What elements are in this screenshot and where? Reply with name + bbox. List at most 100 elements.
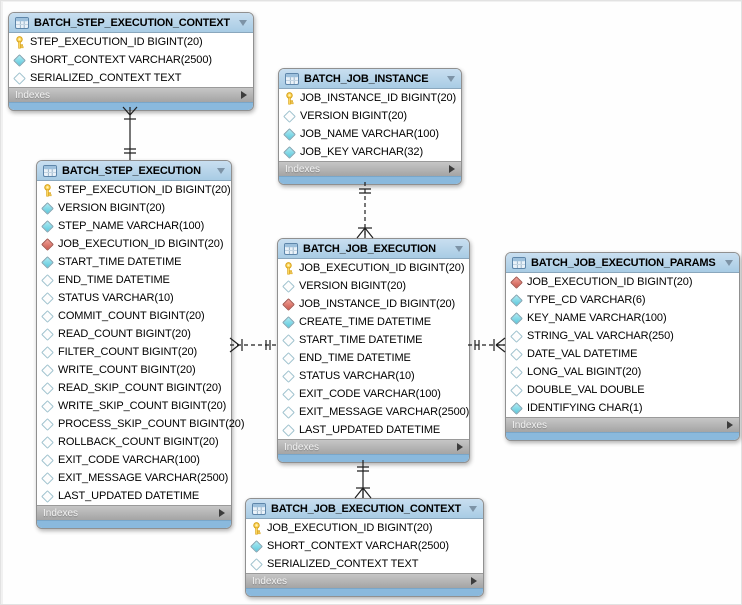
column-row[interactable]: DATE_VAL DATETIME — [506, 345, 739, 363]
indexes-row[interactable]: Indexes — [278, 439, 469, 454]
column-label: JOB_KEY VARCHAR(32) — [300, 146, 424, 158]
collapse-arrow-icon[interactable] — [239, 19, 247, 26]
column-row[interactable]: JOB_INSTANCE_ID BIGINT(20) — [279, 89, 461, 107]
column-row[interactable]: VERSION BIGINT(20) — [279, 107, 461, 125]
column-row[interactable]: CREATE_TIME DATETIME — [278, 313, 469, 331]
indexes-label: Indexes — [285, 163, 321, 175]
table-header[interactable]: BATCH_STEP_EXECUTION — [37, 161, 231, 181]
relationship-job-instance-to-job-execution[interactable] — [356, 182, 374, 239]
foreign-key-column-icon — [510, 275, 523, 289]
column-label: VERSION BIGINT(20) — [58, 202, 165, 214]
expand-arrow-icon[interactable] — [241, 91, 247, 99]
table-header[interactable]: BATCH_JOB_INSTANCE — [279, 69, 461, 89]
column-row[interactable]: KEY_NAME VARCHAR(100) — [506, 309, 739, 327]
indexes-label: Indexes — [43, 507, 79, 519]
column-row[interactable]: SHORT_CONTEXT VARCHAR(2500) — [9, 51, 253, 69]
table-header[interactable]: BATCH_STEP_EXECUTION_CONTEXT — [9, 13, 253, 33]
expand-arrow-icon[interactable] — [449, 165, 455, 173]
table-title: BATCH_STEP_EXECUTION_CONTEXT — [34, 16, 230, 29]
column-row[interactable]: DOUBLE_VAL DOUBLE — [506, 381, 739, 399]
column-row[interactable]: COMMIT_COUNT BIGINT(20) — [37, 307, 231, 325]
column-row[interactable]: READ_SKIP_COUNT BIGINT(20) — [37, 379, 231, 397]
column-row[interactable]: JOB_EXECUTION_ID BIGINT(20) — [246, 519, 483, 537]
collapse-arrow-icon[interactable] — [469, 505, 477, 512]
column-row[interactable]: START_TIME DATETIME — [37, 253, 231, 271]
table-header[interactable]: BATCH_JOB_EXECUTION_PARAMS — [506, 253, 739, 273]
column-row[interactable]: EXIT_MESSAGE VARCHAR(2500) — [278, 403, 469, 421]
column-row[interactable]: JOB_EXECUTION_ID BIGINT(20) — [506, 273, 739, 291]
table-batch-step-execution[interactable]: BATCH_STEP_EXECUTION STEP_EXECUTION_ID BI… — [36, 160, 244, 529]
column-label: CREATE_TIME DATETIME — [299, 316, 432, 328]
column-row[interactable]: TYPE_CD VARCHAR(6) — [506, 291, 739, 309]
relationship-job-execution-to-job-execution-context[interactable] — [354, 460, 372, 499]
expand-arrow-icon[interactable] — [457, 443, 463, 451]
table-batch-job-execution-params[interactable]: BATCH_JOB_EXECUTION_PARAMS JOB_EXECUTION_… — [505, 252, 740, 441]
column-row[interactable]: PROCESS_SKIP_COUNT BIGINT(20) — [37, 415, 244, 433]
column-row[interactable]: END_TIME DATETIME — [37, 271, 231, 289]
column-row[interactable]: JOB_EXECUTION_ID BIGINT(20) — [37, 235, 231, 253]
column-row[interactable]: VERSION BIGINT(20) — [278, 277, 469, 295]
column-row[interactable]: STATUS VARCHAR(10) — [37, 289, 231, 307]
column-row[interactable]: EXIT_CODE VARCHAR(100) — [37, 451, 231, 469]
indexes-label: Indexes — [15, 89, 51, 101]
column-row[interactable]: SHORT_CONTEXT VARCHAR(2500) — [246, 537, 483, 555]
column-row[interactable]: START_TIME DATETIME — [278, 331, 469, 349]
column-row[interactable]: LONG_VAL BIGINT(20) — [506, 363, 739, 381]
column-row[interactable]: EXIT_CODE VARCHAR(100) — [278, 385, 469, 403]
expand-arrow-icon[interactable] — [219, 509, 225, 517]
column-row[interactable]: JOB_EXECUTION_ID BIGINT(20) — [278, 259, 469, 277]
column-row[interactable]: LAST_UPDATED DATETIME — [37, 487, 231, 505]
column-row[interactable]: IDENTIFYING CHAR(1) — [506, 399, 739, 417]
expand-arrow-icon[interactable] — [471, 577, 477, 585]
table-icon — [284, 243, 298, 255]
column-row[interactable]: READ_COUNT BIGINT(20) — [37, 325, 231, 343]
column-row[interactable]: STEP_NAME VARCHAR(100) — [37, 217, 231, 235]
column-row[interactable]: JOB_KEY VARCHAR(32) — [279, 143, 461, 161]
table-bottom-strip — [279, 176, 461, 184]
nullable-column-icon — [41, 291, 54, 305]
nullable-column-icon — [41, 453, 54, 467]
relationship-step-execution-context-to-step-execution[interactable] — [122, 106, 138, 160]
column-row[interactable]: EXIT_MESSAGE VARCHAR(2500) — [37, 469, 231, 487]
indexes-row[interactable]: Indexes — [37, 505, 231, 520]
indexes-row[interactable]: Indexes — [279, 161, 461, 176]
column-label: EXIT_MESSAGE VARCHAR(2500) — [299, 406, 470, 418]
column-row[interactable]: ROLLBACK_COUNT BIGINT(20) — [37, 433, 231, 451]
column-row[interactable]: STATUS VARCHAR(10) — [278, 367, 469, 385]
collapse-arrow-icon[interactable] — [447, 75, 455, 82]
column-row[interactable]: VERSION BIGINT(20) — [37, 199, 231, 217]
column-row[interactable]: SERIALIZED_CONTEXT TEXT — [9, 69, 253, 87]
column-row[interactable]: WRITE_SKIP_COUNT BIGINT(20) — [37, 397, 231, 415]
table-title: BATCH_JOB_EXECUTION_CONTEXT — [271, 502, 461, 515]
column-row[interactable]: STEP_EXECUTION_ID BIGINT(20) — [37, 181, 231, 199]
relationship-step-execution-to-job-execution[interactable] — [229, 337, 277, 353]
column-label: EXIT_CODE VARCHAR(100) — [299, 388, 441, 400]
relationship-job-execution-to-job-execution-params[interactable] — [468, 337, 506, 353]
column-row[interactable]: STEP_EXECUTION_ID BIGINT(20) — [9, 33, 253, 51]
table-header[interactable]: BATCH_JOB_EXECUTION — [278, 239, 469, 259]
column-row[interactable]: LAST_UPDATED DATETIME — [278, 421, 469, 439]
column-row[interactable]: JOB_NAME VARCHAR(100) — [279, 125, 461, 143]
indexes-row[interactable]: Indexes — [9, 87, 253, 102]
indexes-row[interactable]: Indexes — [506, 417, 739, 432]
table-header[interactable]: BATCH_JOB_EXECUTION_CONTEXT — [246, 499, 483, 519]
column-row[interactable]: SERIALIZED_CONTEXT TEXT — [246, 555, 483, 573]
table-title: BATCH_STEP_EXECUTION — [62, 164, 201, 177]
collapse-arrow-icon[interactable] — [455, 245, 463, 252]
collapse-arrow-icon[interactable] — [217, 167, 225, 174]
nullable-column-icon — [41, 489, 54, 503]
collapse-arrow-icon[interactable] — [725, 259, 733, 266]
column-row[interactable]: JOB_INSTANCE_ID BIGINT(20) — [278, 295, 469, 313]
indexes-row[interactable]: Indexes — [246, 573, 483, 588]
column-row[interactable]: FILTER_COUNT BIGINT(20) — [37, 343, 231, 361]
table-batch-step-execution-context[interactable]: BATCH_STEP_EXECUTION_CONTEXT STEP_EXECUTI… — [8, 12, 254, 111]
column-label: PROCESS_SKIP_COUNT BIGINT(20) — [58, 418, 245, 430]
column-row[interactable]: WRITE_COUNT BIGINT(20) — [37, 361, 231, 379]
expand-arrow-icon[interactable] — [727, 421, 733, 429]
table-title: BATCH_JOB_EXECUTION_PARAMS — [531, 256, 716, 269]
column-row[interactable]: STRING_VAL VARCHAR(250) — [506, 327, 739, 345]
table-batch-job-execution-context[interactable]: BATCH_JOB_EXECUTION_CONTEXT JOB_EXECUTION… — [245, 498, 484, 597]
column-row[interactable]: END_TIME DATETIME — [278, 349, 469, 367]
